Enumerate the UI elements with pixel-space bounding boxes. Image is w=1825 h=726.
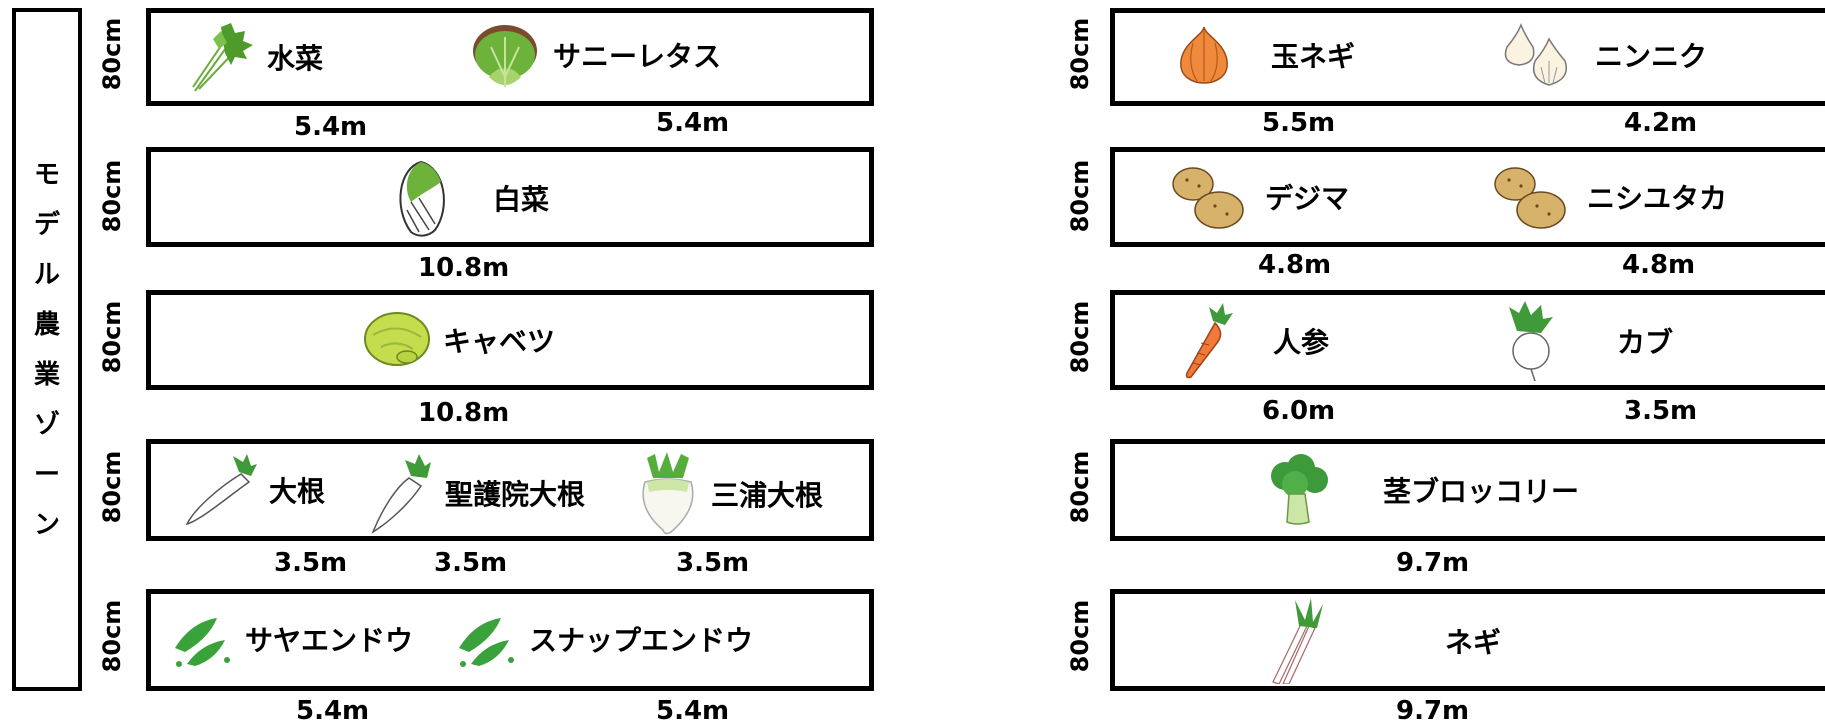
zone-char: ー <box>33 459 60 490</box>
crop-name: 人参 <box>1273 326 1330 359</box>
crop-item: サヤエンドウ <box>171 608 413 670</box>
bed-width-label: 80cm <box>1066 450 1094 524</box>
crop-item: 水菜 <box>191 21 323 93</box>
bed-left-2: 白菜 <box>146 147 874 247</box>
crop-name: 聖護院大根 <box>445 478 586 511</box>
crop-name: カブ <box>1617 326 1674 359</box>
bed-length: 9.7m <box>1396 548 1470 578</box>
zone-char: デ <box>33 209 60 240</box>
miura-daikon-icon <box>637 452 699 536</box>
zone-label: モ デ ル 農 業 ゾ ー ン <box>16 12 78 687</box>
bed-width-label: 80cm <box>98 300 126 374</box>
crop-name: ニンニク <box>1595 40 1708 73</box>
crop-item: キャベツ <box>363 311 555 369</box>
bed-width-label: 80cm <box>1066 300 1094 374</box>
bed-length: 6.0m <box>1262 396 1336 426</box>
zone-char: 業 <box>33 359 60 390</box>
bed-length: 4.2m <box>1624 108 1698 138</box>
bed-length: 3.5m <box>274 548 348 578</box>
crop-item: 三浦大根 <box>637 452 823 536</box>
snap-pea-icon <box>455 608 517 670</box>
zone-char: ゾ <box>33 409 60 440</box>
turnip-icon <box>1501 301 1557 381</box>
crop-name: 三浦大根 <box>711 479 824 512</box>
shogoin-daikon-icon <box>369 452 433 534</box>
crop-item: 白菜 <box>389 158 549 238</box>
garlic-icon <box>1499 21 1573 89</box>
bed-left-1: 水菜 サニーレタス <box>146 8 874 106</box>
crop-name: デジマ <box>1265 182 1350 215</box>
bed-width-label: 80cm <box>1066 17 1094 91</box>
bed-length: 3.5m <box>676 548 750 578</box>
lettuce-icon <box>469 17 541 93</box>
zone-char: ン <box>33 509 60 540</box>
crop-name: 玉ネギ <box>1271 40 1356 73</box>
crop-name: サヤエンドウ <box>245 624 414 657</box>
potato-icon <box>1493 164 1569 230</box>
napa-cabbage-icon <box>389 158 453 238</box>
mizuna-icon <box>191 21 255 93</box>
bed-length: 3.5m <box>1624 396 1698 426</box>
crop-item: ネギ <box>1265 598 1501 684</box>
bed-length: 5.4m <box>296 696 370 726</box>
zone-char: 農 <box>33 309 60 340</box>
bed-length: 4.8m <box>1258 250 1332 280</box>
zone-label-box: モ デ ル 農 業 ゾ ー ン <box>12 8 82 691</box>
leek-icon <box>1265 598 1327 684</box>
bed-length: 10.8m <box>418 398 510 428</box>
bed-length: 10.8m <box>418 253 510 283</box>
zone-char: ル <box>33 259 60 290</box>
bed-width-label: 80cm <box>98 17 126 91</box>
onion-icon <box>1177 25 1231 85</box>
bed-right-5: ネギ <box>1110 589 1825 691</box>
bed-length: 5.4m <box>656 696 730 726</box>
snow-pea-icon <box>171 608 233 670</box>
crop-item: 茎ブロッコリー <box>1265 454 1579 526</box>
crop-item: カブ <box>1501 301 1673 381</box>
bed-left-3: キャベツ <box>146 290 874 390</box>
bed-length: 5.4m <box>656 108 730 138</box>
bed-left-4: 大根 聖護院大根 三浦大根 <box>146 439 874 541</box>
bed-right-3: 人参 カブ <box>1110 290 1825 390</box>
bed-length: 9.7m <box>1396 696 1470 726</box>
cabbage-icon <box>363 311 431 369</box>
crop-name: ニシユタカ <box>1587 182 1728 215</box>
crop-item: 人参 <box>1181 303 1329 379</box>
crop-name: サニーレタス <box>553 40 722 73</box>
potato-icon <box>1171 164 1247 230</box>
bed-width-label: 80cm <box>1066 159 1094 233</box>
crop-item: 大根 <box>181 452 325 528</box>
crop-item: ニンニク <box>1499 21 1707 89</box>
bed-length: 3.5m <box>434 548 508 578</box>
crop-item: スナップエンドウ <box>455 608 753 670</box>
crop-name: キャベツ <box>443 325 556 358</box>
carrot-icon <box>1181 303 1233 379</box>
bed-length: 5.5m <box>1262 108 1336 138</box>
crop-name: 大根 <box>269 475 326 508</box>
crop-item: 玉ネギ <box>1177 25 1355 85</box>
daikon-icon <box>181 452 257 528</box>
crop-name: スナップエンドウ <box>529 624 754 657</box>
bed-length: 4.8m <box>1622 250 1696 280</box>
bed-width-label: 80cm <box>98 599 126 673</box>
crop-item: ニシユタカ <box>1493 164 1727 230</box>
bed-right-4: 茎ブロッコリー <box>1110 439 1825 541</box>
bed-right-1: 玉ネギ ニンニク <box>1110 8 1825 106</box>
crop-item: デジマ <box>1171 164 1349 230</box>
bed-right-2: デジマ ニシユタカ <box>1110 147 1825 247</box>
bed-width-label: 80cm <box>98 159 126 233</box>
bed-left-5: サヤエンドウ スナップエンドウ <box>146 589 874 691</box>
crop-name: 白菜 <box>493 183 550 216</box>
crop-name: ネギ <box>1445 626 1502 659</box>
crop-name: 茎ブロッコリー <box>1383 475 1580 508</box>
broccoli-icon <box>1265 454 1331 526</box>
crop-name: 水菜 <box>267 42 324 75</box>
zone-char: モ <box>33 159 60 190</box>
bed-width-label: 80cm <box>1066 599 1094 673</box>
crop-item: サニーレタス <box>469 17 721 93</box>
bed-length: 5.4m <box>294 112 368 142</box>
crop-item: 聖護院大根 <box>369 452 585 534</box>
bed-width-label: 80cm <box>98 450 126 524</box>
